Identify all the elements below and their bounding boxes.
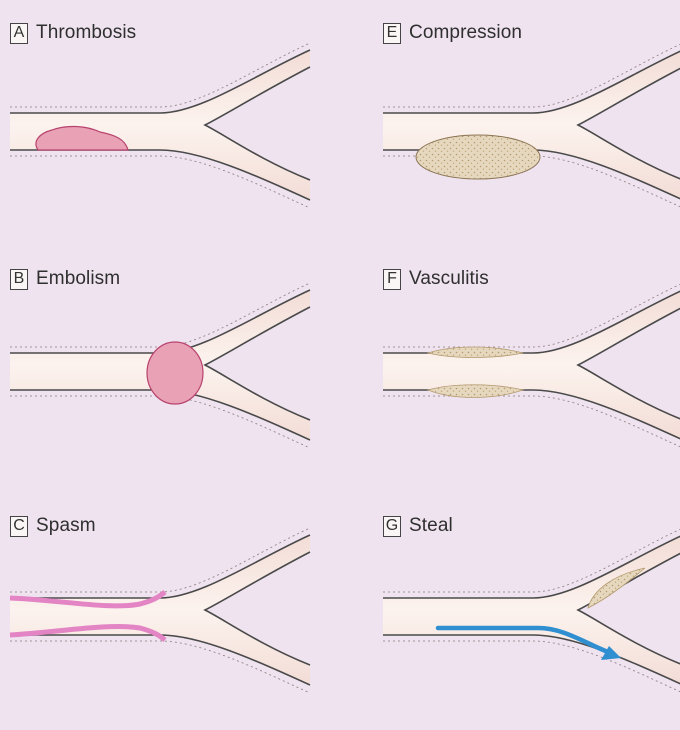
panel-spasm bbox=[9, 527, 311, 694]
spasm-upper-wall bbox=[9, 590, 167, 609]
title-compression: Compression bbox=[409, 22, 523, 43]
title-embolism: Embolism bbox=[36, 268, 121, 289]
label-panel-a: A Thrombosis bbox=[10, 22, 136, 44]
letter-box-a: A bbox=[10, 22, 28, 44]
panel-steal bbox=[382, 527, 680, 694]
spasm-lower-wall bbox=[9, 624, 167, 642]
title-spasm: Spasm bbox=[36, 515, 96, 536]
inflamed-wall-lower bbox=[426, 384, 525, 398]
thrombus-shape bbox=[35, 125, 129, 151]
panel-embolism bbox=[9, 282, 311, 449]
label-panel-c: C Spasm bbox=[10, 515, 96, 537]
flow-arrow-head bbox=[601, 646, 621, 660]
letter-box-e: E bbox=[383, 22, 401, 44]
letter-box-g: G bbox=[383, 515, 401, 537]
steal-stenosis bbox=[587, 567, 646, 609]
title-vasculitis: Vasculitis bbox=[409, 268, 489, 289]
title-steal: Steal bbox=[409, 515, 453, 536]
label-panel-b: B Embolism bbox=[10, 268, 120, 290]
letter-box-f: F bbox=[383, 268, 401, 290]
letter-box-c: C bbox=[10, 515, 28, 537]
label-panel-f: F Vasculitis bbox=[383, 268, 489, 290]
letter-box-b: B bbox=[10, 268, 28, 290]
title-thrombosis: Thrombosis bbox=[36, 22, 137, 43]
compression-mass bbox=[415, 134, 541, 180]
panel-vasculitis bbox=[382, 282, 680, 449]
label-panel-e: E Compression bbox=[383, 22, 522, 44]
inflamed-wall-upper bbox=[426, 346, 524, 358]
panel-compression bbox=[382, 42, 680, 209]
panel-thrombosis bbox=[9, 42, 311, 209]
label-panel-g: G Steal bbox=[383, 515, 453, 537]
embolus-shape bbox=[146, 341, 204, 405]
flow-arrow-line bbox=[435, 625, 611, 655]
